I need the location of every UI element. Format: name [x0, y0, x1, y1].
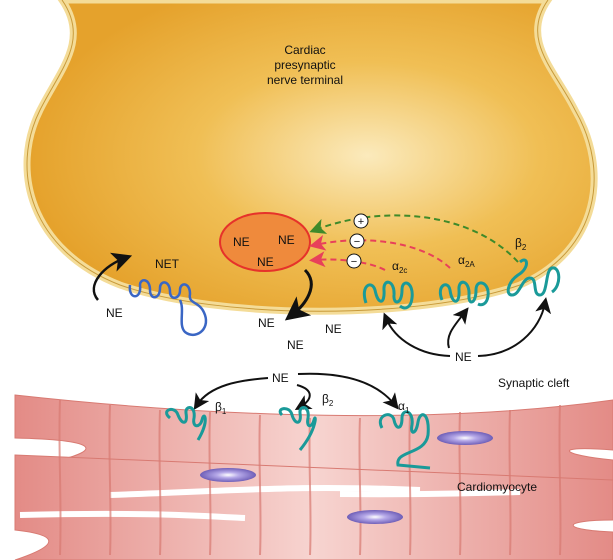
- svg-text:−: −: [354, 236, 360, 248]
- cleft-ne-3: NE: [287, 338, 304, 352]
- ne-to-alpha2c-arrow: [382, 312, 451, 357]
- ne-to-alpha1-arrow: [297, 372, 399, 410]
- net-label: NET: [155, 257, 180, 271]
- alpha1-receptor: [378, 410, 431, 470]
- synaptic-cleft-label: Synaptic cleft: [498, 376, 570, 390]
- alpha2c-receptor: [362, 280, 414, 310]
- ne-to-beta1-arrow: [193, 377, 269, 411]
- ne-to-beta2-post-arrow: [294, 384, 313, 411]
- beta1-label: β1: [215, 400, 227, 416]
- alpha2a-receptor: [438, 280, 490, 307]
- minus-icon: −: [349, 233, 365, 249]
- vesicle-ne-3: NE: [257, 255, 274, 269]
- alpha2a-inhibitory-arrow: [309, 235, 451, 269]
- vesicle-ne-1: NE: [233, 235, 250, 249]
- beta2-presynaptic-label: β2: [515, 236, 527, 252]
- presynaptic-ne: NE: [455, 350, 472, 364]
- minus-icon: −: [346, 253, 362, 269]
- release-arrow: [284, 268, 313, 321]
- cardiomyocytes: [14, 394, 613, 560]
- nucleus: [347, 510, 403, 524]
- alpha2a-label: α2A: [458, 253, 475, 269]
- reuptake-arrow: [92, 252, 133, 301]
- plus-icon: +: [353, 213, 369, 229]
- beta2-postsynaptic-label: β2: [322, 392, 334, 408]
- beta1-receptor: [165, 406, 207, 441]
- ne-to-beta2-arrow: [477, 297, 552, 357]
- alpha2c-label: α2c: [392, 259, 407, 275]
- cardiomyocyte-label: Cardiomyocyte: [457, 480, 537, 494]
- nucleus: [437, 431, 493, 445]
- cleft-ne-2: NE: [325, 322, 342, 336]
- beta2-stimulatory-arrow: [309, 214, 519, 263]
- ne-to-alpha2a-arrow: [447, 307, 469, 349]
- nucleus: [200, 468, 256, 482]
- terminal-label-3: nerve terminal: [267, 73, 343, 87]
- svg-text:+: +: [358, 216, 364, 228]
- vesicle-ne-2: NE: [278, 233, 295, 247]
- alpha1-label: α1: [398, 399, 410, 415]
- terminal-label-1: Cardiac: [284, 43, 325, 57]
- cleft-ne-1: NE: [258, 316, 275, 330]
- reuptake-ne: NE: [106, 306, 123, 320]
- postsynaptic-ne: NE: [272, 371, 289, 385]
- beta2-postsynaptic-receptor: [278, 406, 317, 451]
- net-transporter: [128, 279, 208, 337]
- terminal-label-2: presynaptic: [274, 58, 335, 72]
- beta2-presynaptic-receptor: [506, 258, 561, 297]
- svg-text:−: −: [351, 256, 357, 268]
